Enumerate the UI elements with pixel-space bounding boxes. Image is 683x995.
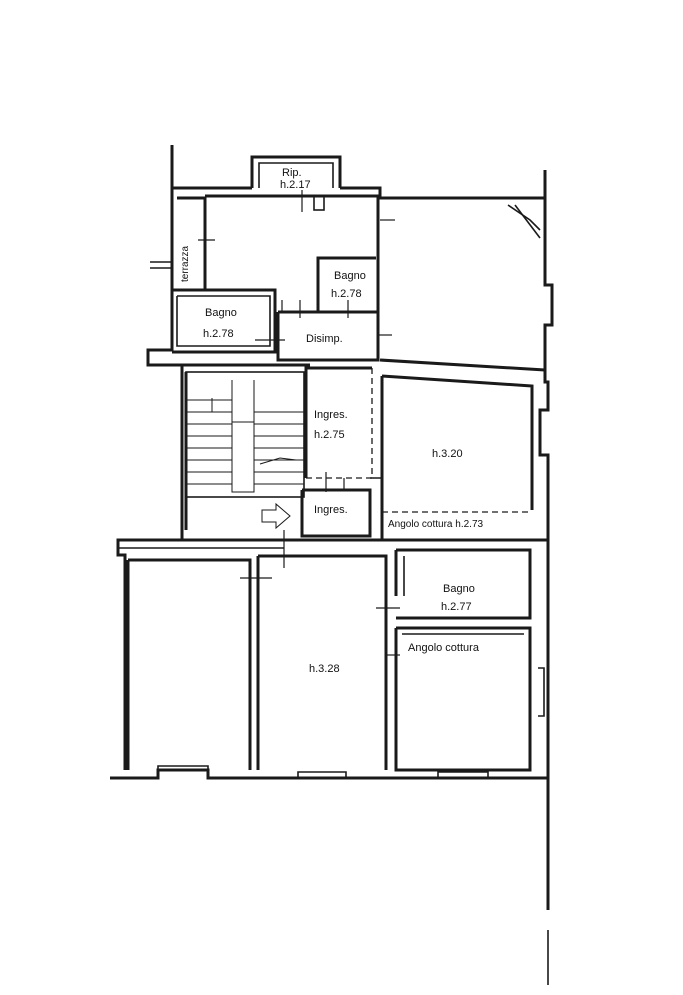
room-top-right <box>379 204 546 372</box>
room-rip: Rip. h.2.17 <box>250 155 342 212</box>
disimp-label: Disimp. <box>306 333 343 345</box>
room-bagno-top: Bagno h.2.78 <box>316 256 378 318</box>
room-disimp: Disimp. <box>276 300 392 362</box>
bagno-top-height: h.2.78 <box>331 288 362 300</box>
room-right: h.3.20 Angolo cottura h.2.73 <box>380 374 548 542</box>
rip-height: h.2.17 <box>280 179 311 191</box>
ingres-height: h.2.75 <box>314 429 345 441</box>
stairwell <box>185 371 305 530</box>
right-room-height: h.3.20 <box>432 448 463 460</box>
room-bagno-left: Bagno h.2.78 <box>172 288 285 354</box>
center-room-height: h.3.28 <box>309 663 340 675</box>
room-top-left: terrazza <box>150 194 395 355</box>
room-bottom-center: h.3.28 <box>256 554 400 770</box>
ingres-name: Ingres. <box>314 409 348 421</box>
rip-name: Rip. <box>282 167 302 179</box>
room-ingres-small: Ingres. <box>300 472 383 540</box>
middle-wall <box>118 530 382 568</box>
windows <box>297 771 489 778</box>
room-angolo-cottura-bottom: Angolo cottura <box>394 626 545 772</box>
terrazza-label: terrazza <box>180 245 191 282</box>
ingres-small-name: Ingres. <box>314 504 348 516</box>
bagno-top-name: Bagno <box>334 270 366 282</box>
bagno-left-name: Bagno <box>205 307 237 319</box>
room-ingres: Ingres. h.2.75 <box>304 365 373 479</box>
angolo-cottura-bottom: Angolo cottura <box>408 642 480 654</box>
angolo-cottura-top: Angolo cottura h.2.73 <box>388 519 484 530</box>
bagno-bottom-name: Bagno <box>443 583 475 595</box>
room-bagno-bottom: Bagno h.2.77 <box>394 548 532 620</box>
outer-walls <box>110 145 554 985</box>
room-bottom-left <box>126 558 272 770</box>
bagno-left-height: h.2.78 <box>203 328 234 340</box>
bagno-bottom-height: h.2.77 <box>441 601 472 613</box>
